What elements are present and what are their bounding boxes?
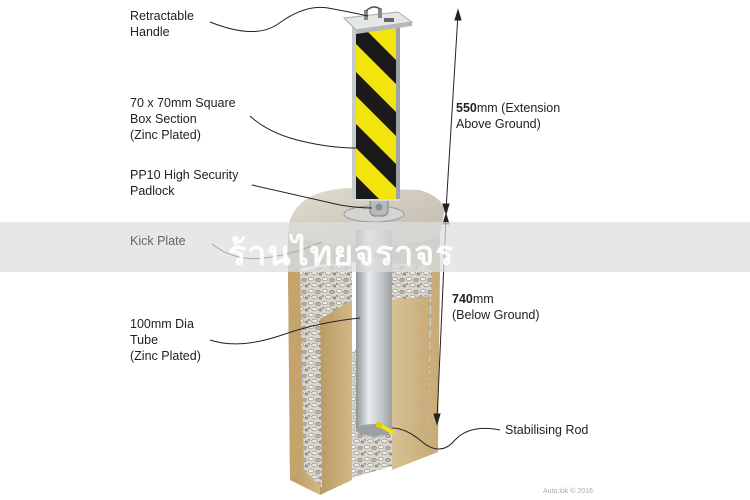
stabilising-rod-label: Stabilising Rod — [505, 423, 589, 437]
concrete-foundation — [288, 188, 445, 495]
handle-leader — [209, 6, 369, 33]
tube-leader — [209, 317, 361, 345]
below-line2: (Below Ground) — [452, 308, 540, 322]
retractable-handle-label: Retractable Handle — [130, 9, 194, 39]
box-section-leader — [249, 115, 357, 149]
copyright-text: Auto.lok © 2016 — [543, 488, 593, 495]
below-unit: mm — [472, 292, 494, 306]
stabilising-rod-shape — [376, 422, 394, 434]
extension-value: 550 — [456, 101, 477, 115]
extension-dimension — [442, 8, 462, 216]
below-value: 740 — [452, 292, 473, 306]
padlock-shape — [369, 197, 389, 217]
below-ground-measurement: 740mm (Below Ground) — [452, 291, 540, 323]
handle-shape — [342, 6, 414, 34]
watermark-band — [0, 222, 750, 272]
box-section-label: 70 x 70mm Square Box Section (Zinc Plate… — [130, 96, 236, 142]
extension-measurement: 550mm (Extension Above Ground) — [456, 100, 560, 132]
kick-plate-label: Kick Plate — [130, 234, 186, 248]
stabilising-rod-leader — [391, 427, 501, 450]
padlock-leader — [251, 184, 373, 209]
padlock-label: PP10 High Security Padlock — [130, 168, 239, 198]
watermark: ร้านไทยจราจร — [228, 234, 455, 274]
extension-unit: mm (Extension — [476, 101, 561, 115]
bollard-post — [352, 25, 400, 201]
extension-line2: Above Ground) — [456, 117, 541, 131]
tube-label: 100mm Dia Tube (Zinc Plated) — [130, 317, 201, 363]
